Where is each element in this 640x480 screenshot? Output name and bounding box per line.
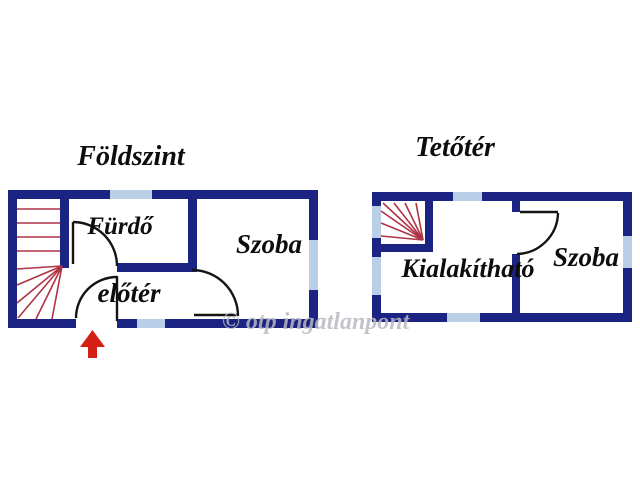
attic-windows: [372, 192, 632, 322]
wall-top: [372, 192, 632, 201]
label-bathroom: Fürdő: [86, 213, 154, 240]
wall-bottom: [372, 313, 632, 322]
entrance-door: [74, 275, 119, 321]
ground-floor-windows: [110, 190, 318, 328]
wall-divider: [512, 254, 520, 322]
wall-stair-right: [60, 190, 69, 268]
attic-plan: Tetőtér: [372, 132, 632, 322]
watermark-text: © otp ingatlanpont: [222, 309, 411, 335]
attic-title: Tetőtér: [415, 132, 496, 163]
wall-bathroom-bottom: [117, 263, 197, 272]
wall-room-divider: [188, 190, 197, 272]
bathroom-door: [71, 220, 119, 267]
window-top: [110, 190, 152, 199]
window-right: [623, 236, 632, 268]
staircase-ground: [16, 208, 63, 320]
ground-floor-doors: [71, 220, 240, 321]
window-bottom: [137, 319, 165, 328]
ground-floor-title: Földszint: [76, 141, 186, 172]
ground-floor-plan: Földszint: [8, 141, 318, 358]
wall-divider-stub: [512, 201, 520, 212]
label-convertible: Kialakítható: [401, 254, 535, 283]
wall-bottom-left: [8, 319, 76, 328]
window-bottom: [447, 313, 480, 322]
window-top: [453, 192, 482, 201]
window-left-upper: [372, 206, 381, 238]
label-room-ground: Szoba: [236, 229, 302, 259]
attic-room-door: [516, 210, 560, 256]
window-right: [309, 240, 318, 290]
entrance-arrow-icon: [80, 330, 105, 358]
wall-top: [8, 190, 318, 199]
window-left-lower: [372, 257, 381, 295]
wall-left: [8, 190, 17, 328]
room-door: [191, 268, 240, 317]
label-room-attic: Szoba: [553, 242, 619, 272]
wall-bottom-right: [117, 319, 318, 328]
staircase-attic: [380, 202, 424, 241]
wall-stair-right: [425, 192, 433, 252]
wall-stair-bottom: [381, 244, 433, 252]
label-hall: előtér: [98, 278, 161, 308]
